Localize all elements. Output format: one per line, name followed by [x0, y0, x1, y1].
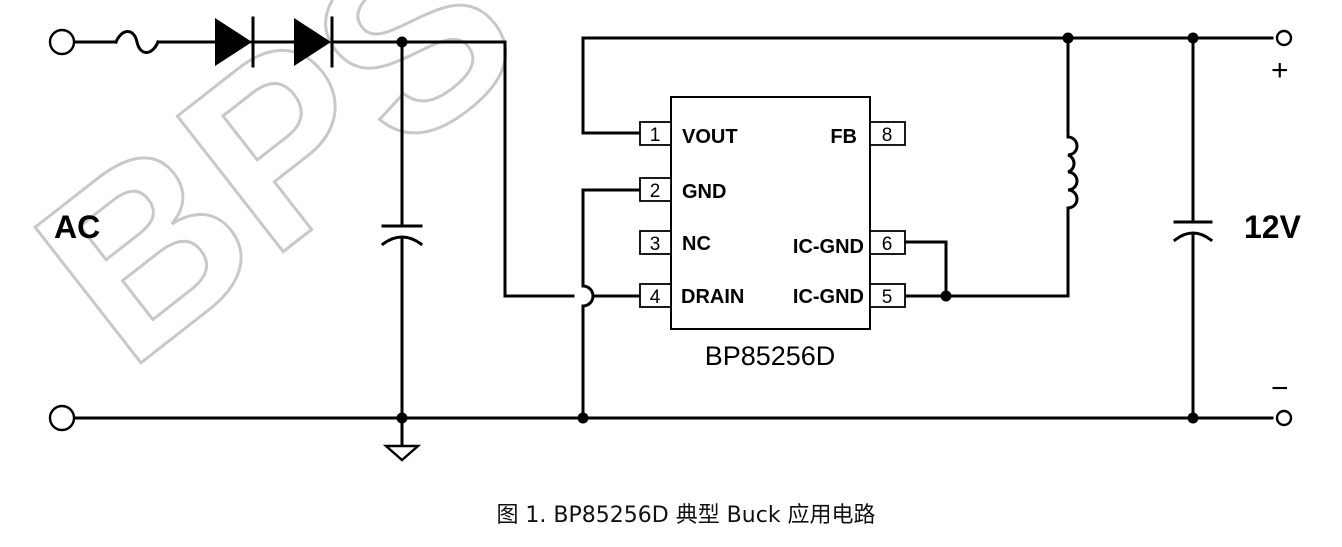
watermark: BPS	[0, 0, 567, 416]
svg-text:NC: NC	[682, 233, 711, 255]
figure-caption: 图 1. BP85256D 典型 Buck 应用电路	[496, 503, 875, 528]
svg-text:IC-GND: IC-GND	[793, 286, 864, 308]
pin-5: 5 IC-GND	[793, 283, 906, 308]
svg-text:2: 2	[650, 181, 661, 202]
input-label: AC	[54, 209, 100, 245]
wires	[72, 36, 1274, 448]
svg-text:VOUT: VOUT	[682, 126, 738, 148]
output-capacitor	[1172, 220, 1214, 243]
junction-dots	[396, 32, 1199, 424]
output-terminal-negative	[1275, 409, 1293, 427]
svg-text:FB: FB	[830, 126, 857, 148]
svg-text:5: 5	[882, 287, 893, 308]
svg-text:1: 1	[650, 125, 661, 146]
inductor-symbol	[1066, 135, 1079, 210]
wire-crossover-hop	[581, 284, 595, 308]
svg-text:8: 8	[882, 125, 893, 146]
svg-text:6: 6	[882, 234, 893, 255]
pin-1: 1 VOUT	[639, 121, 738, 148]
input-terminal-bottom	[48, 404, 76, 432]
part-number-label: BP85256D	[705, 341, 836, 371]
svg-text:IC-GND: IC-GND	[793, 236, 864, 258]
pin-6: 6 IC-GND	[793, 230, 906, 258]
negative-sign: −	[1271, 372, 1289, 405]
svg-text:DRAIN: DRAIN	[681, 286, 744, 308]
ground-symbol	[382, 444, 422, 462]
output-terminal-positive	[1275, 29, 1293, 47]
diode-2	[294, 16, 334, 68]
pin-8: 8 FB	[830, 121, 906, 148]
svg-text:BPS: BPS	[0, 0, 566, 415]
diode-1	[215, 16, 255, 68]
pin-3: 3 NC	[639, 230, 711, 255]
input-capacitor	[380, 224, 424, 247]
input-terminal-top	[48, 28, 76, 56]
pin-2: 2 GND	[639, 177, 726, 203]
svg-text:GND: GND	[682, 181, 726, 203]
svg-text:3: 3	[650, 234, 661, 255]
positive-sign: +	[1271, 54, 1289, 87]
svg-text:4: 4	[650, 287, 661, 308]
fuse-symbol	[114, 30, 160, 54]
ic-body	[670, 96, 871, 330]
pin-4: 4 DRAIN	[639, 283, 744, 308]
output-label: 12V	[1244, 209, 1302, 245]
